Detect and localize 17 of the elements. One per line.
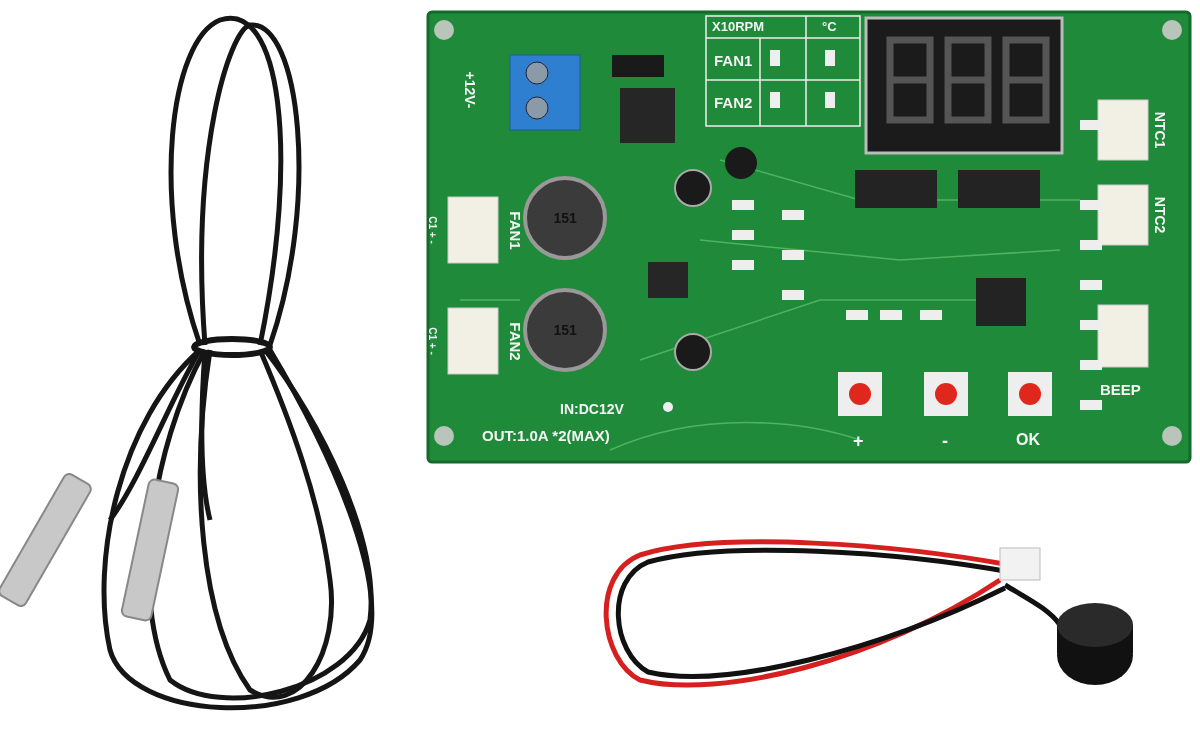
table-heading: X10RPM	[712, 20, 765, 33]
button-label: OK	[1016, 432, 1040, 448]
table-row-label: FAN1	[714, 53, 753, 68]
table-row-label: FAN2	[714, 95, 753, 110]
silkscreen-label: OUT:1.0A *2(MAX)	[482, 428, 610, 443]
pin-label: C1 + -	[426, 216, 437, 244]
silkscreen-label: IN:DC12V	[560, 402, 624, 416]
silkscreen-label: FAN1	[507, 210, 523, 250]
table-heading: °C	[822, 20, 837, 33]
silkscreen-label: NTC1	[1152, 111, 1167, 149]
button-label: -	[942, 432, 948, 450]
silkscreen-label: +12V-	[463, 71, 477, 109]
silkscreen-label: BEEP	[1100, 382, 1141, 397]
silkscreen-label: FAN2	[507, 321, 523, 361]
pin-label: C1 + -	[426, 327, 437, 355]
button-label: +	[853, 432, 864, 450]
silkscreen-label: NTC2	[1152, 196, 1167, 234]
